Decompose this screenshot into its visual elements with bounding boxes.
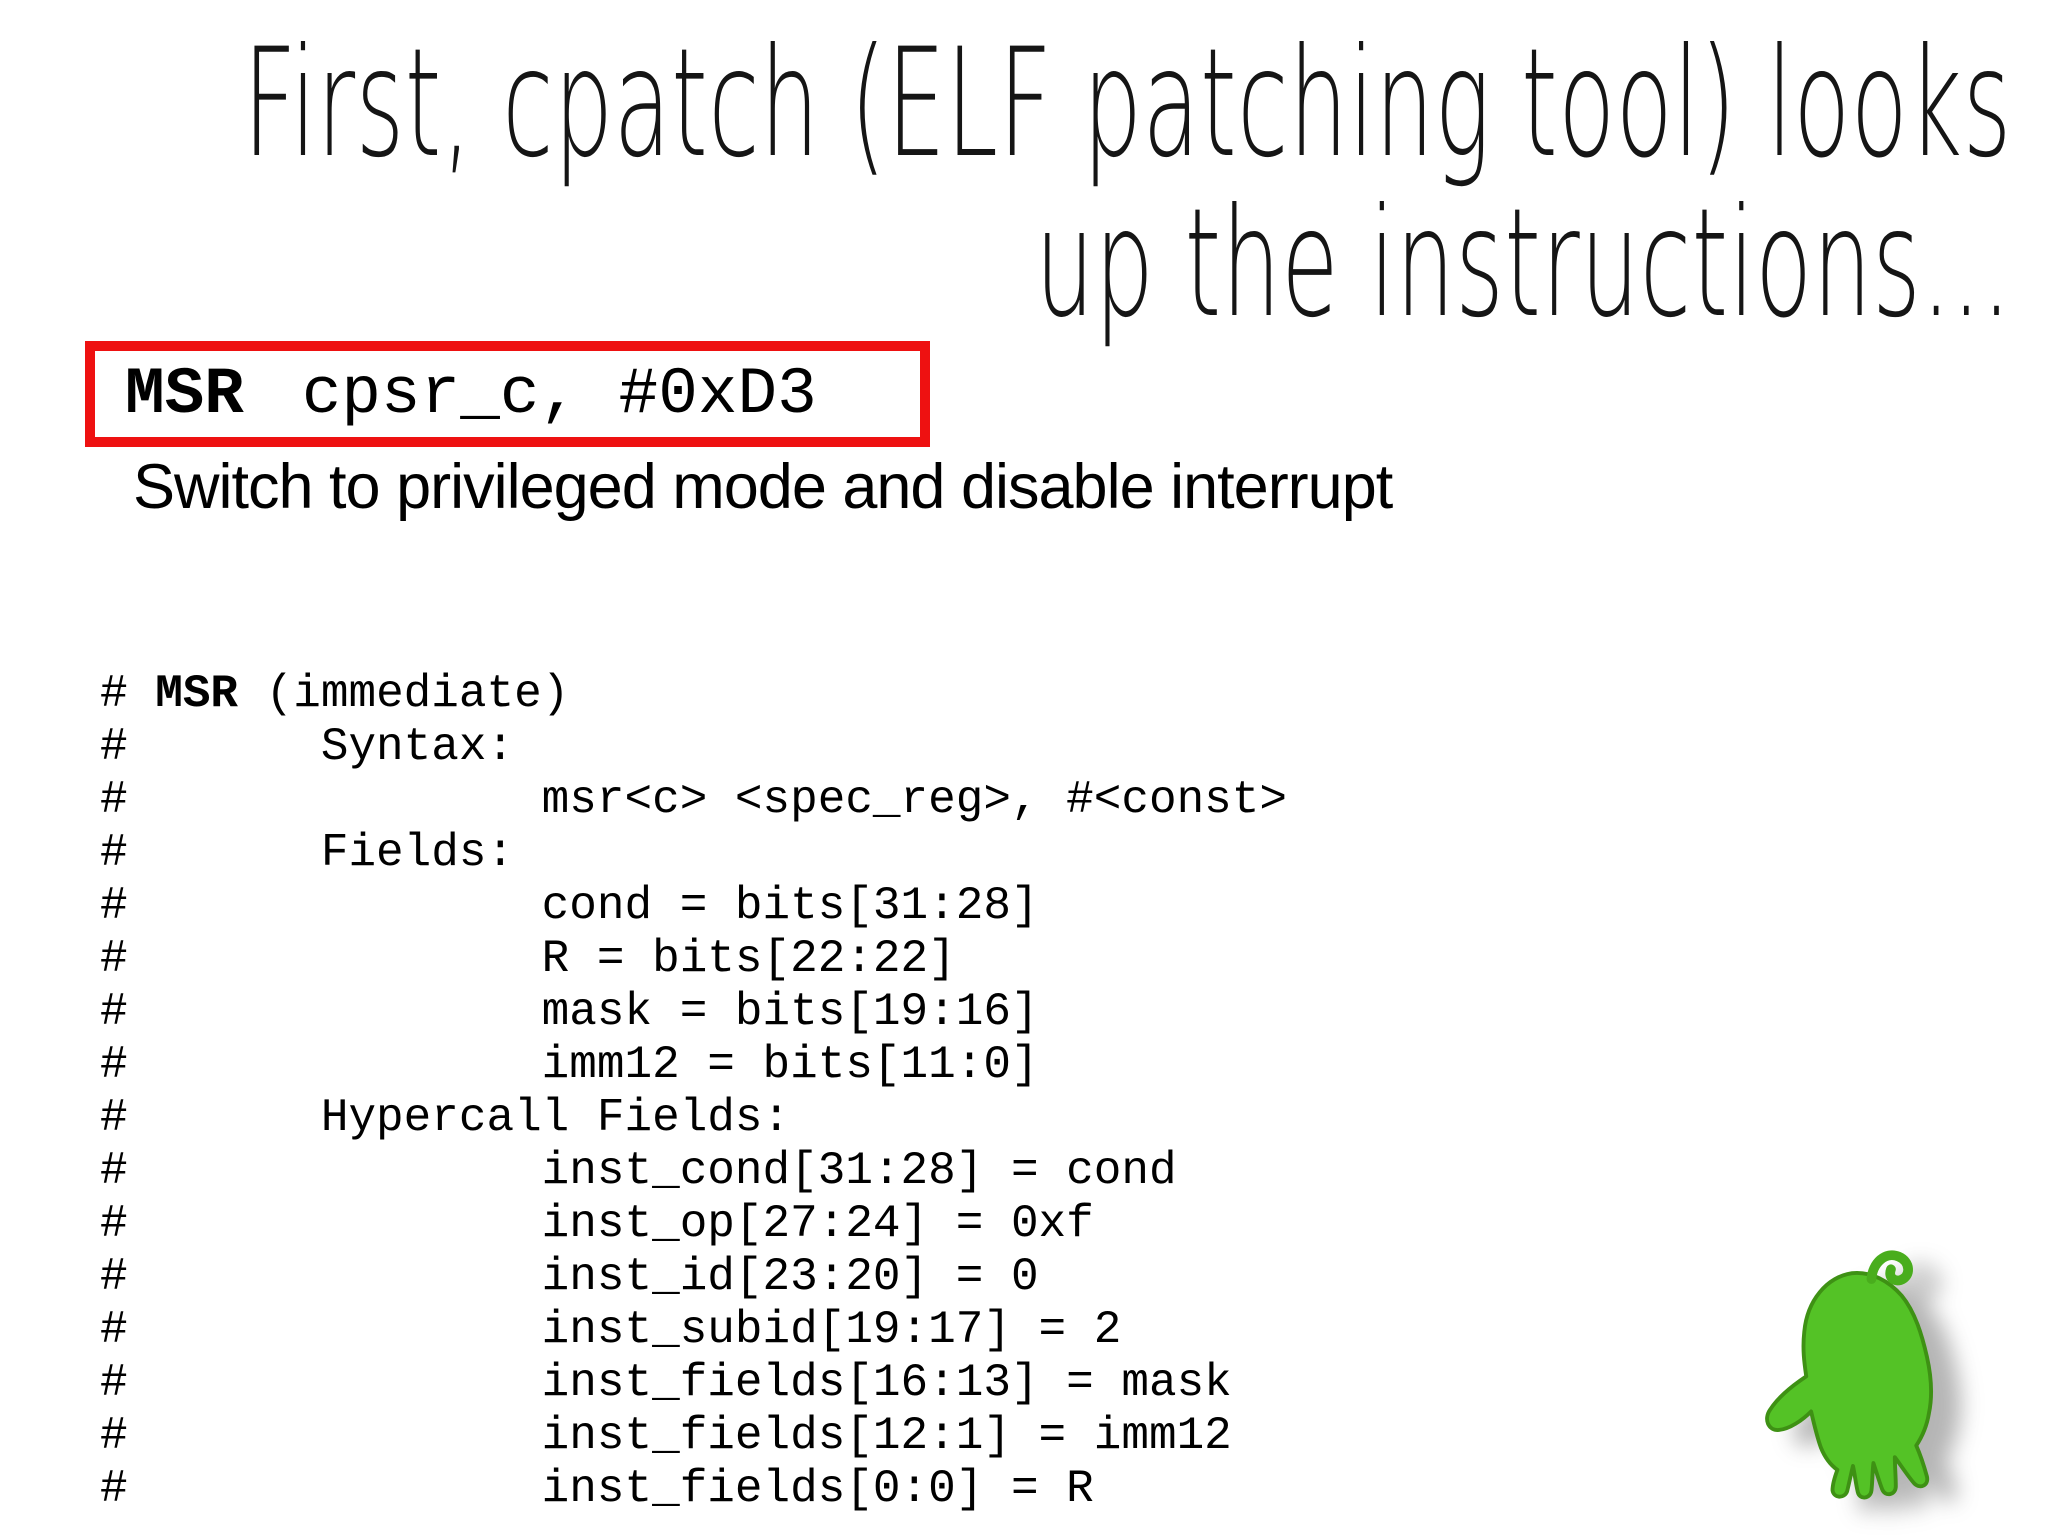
instruction-opcode: MSR xyxy=(125,356,244,432)
instruction-operands: cpsr_c, #0xD3 xyxy=(301,356,817,432)
code-line: # mask = bits[19:16] xyxy=(100,986,1039,1038)
code-line: # inst_fields[16:13] = mask xyxy=(100,1357,1232,1409)
code-line: # R = bits[22:22] xyxy=(100,933,956,985)
instruction-highlight-box: MSR cpsr_c, #0xD3 xyxy=(85,341,930,447)
code-line: # imm12 = bits[11:0] xyxy=(100,1039,1039,1091)
slide-title-line-1: First, cpatch (ELF patching tool) looks xyxy=(243,17,2012,191)
code-line: # inst_fields[12:1] = imm12 xyxy=(100,1410,1232,1462)
code-line: # inst_subid[19:17] = 2 xyxy=(100,1304,1122,1356)
code-line: # inst_id[23:20] = 0 xyxy=(100,1251,1039,1303)
code-line-1: # MSR (immediate) xyxy=(100,668,1287,721)
code-line: # inst_fields[0:0] = R xyxy=(100,1463,1094,1515)
code-line: # Hypercall Fields: xyxy=(100,1092,791,1144)
slide-title: First, cpatch (ELF patching tool) looks … xyxy=(0,24,2012,344)
code-line: # cond = bits[31:28] xyxy=(100,880,1039,932)
instruction-description: Switch to privileged mode and disable in… xyxy=(133,452,1393,522)
green-hand-palm xyxy=(1765,1271,1933,1500)
code-line: # inst_op[27:24] = 0xf xyxy=(100,1198,1094,1250)
code-line: # inst_cond[31:28] = cond xyxy=(100,1145,1177,1197)
code-line: # msr<c> <spec_reg>, #<const> xyxy=(100,774,1287,826)
green-hand-logo-icon xyxy=(1765,1250,1933,1500)
code-line-1-prefix: # xyxy=(100,668,156,720)
code-line: # Syntax: xyxy=(100,721,515,773)
highlighted-instruction: MSR cpsr_c, #0xD3 xyxy=(125,357,817,432)
green-hand-loop xyxy=(1866,1250,1913,1286)
code-line: # Fields: xyxy=(100,827,515,879)
code-line-1-keyword: MSR xyxy=(155,668,239,720)
slide-title-line-2: up the instructions... xyxy=(1035,177,2012,351)
code-line-1-suffix: (immediate) xyxy=(238,668,570,720)
code-comment-block: # MSR (immediate) # Syntax: # msr<c> <sp… xyxy=(100,668,1287,1516)
